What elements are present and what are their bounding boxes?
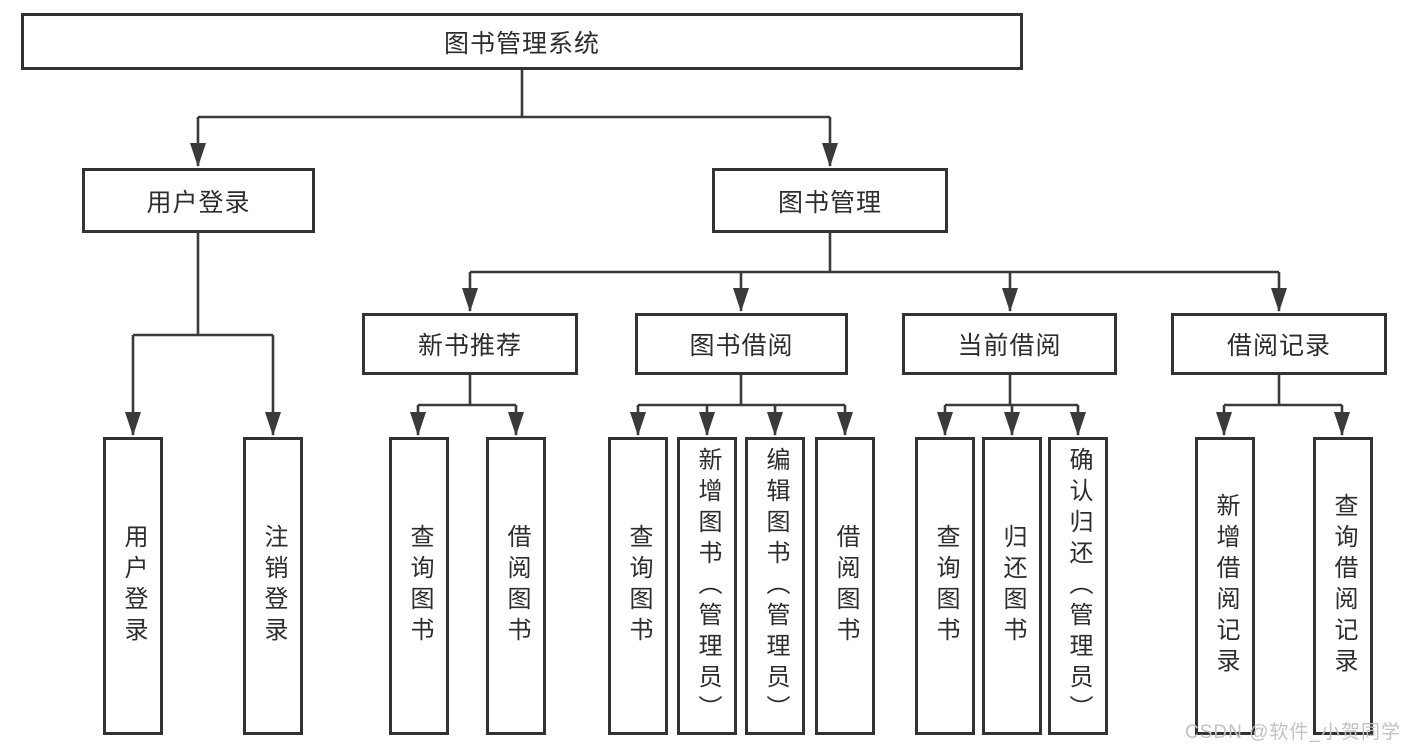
node-root-system-label: 图书管理系统 xyxy=(443,29,600,58)
watermark: CSDN @软件_小贺同学 xyxy=(1185,722,1401,743)
leaf-logout: 注销登录 xyxy=(243,437,303,735)
node-root-system: 图书管理系统 xyxy=(21,13,1023,70)
leaf-records-query-record-label: 查询借阅记录 xyxy=(1330,493,1357,679)
leaf-current-confirm-return-admin: 确认归还（管理员） xyxy=(1048,437,1108,735)
node-borrow-records-label: 借阅记录 xyxy=(1226,332,1331,360)
leaf-borrow-query-books: 查询图书 xyxy=(608,437,668,735)
node-book-management-label: 图书管理 xyxy=(777,188,882,217)
leaf-borrow-add-books-admin: 新增图书（管理员） xyxy=(677,437,737,735)
node-book-borrow-label: 图书借阅 xyxy=(689,332,794,360)
leaf-borrow-borrow-books: 借阅图书 xyxy=(815,437,875,735)
node-user-login: 用户登录 xyxy=(82,168,315,233)
node-user-login-label: 用户登录 xyxy=(146,188,251,217)
leaf-borrow-borrow-books-label: 借阅图书 xyxy=(832,524,859,648)
node-current-borrow-label: 当前借阅 xyxy=(957,332,1062,360)
node-book-management: 图书管理 xyxy=(712,168,948,233)
edge-skeleton xyxy=(133,70,1342,407)
node-borrow-records: 借阅记录 xyxy=(1171,313,1387,375)
leaf-current-query-books-label: 查询图书 xyxy=(932,524,959,648)
leaf-current-return-books-label: 归还图书 xyxy=(999,524,1026,648)
leaf-borrow-edit-books-admin-label: 编辑图书（管理员） xyxy=(762,446,789,726)
leaf-recommend-query-books-label: 查询图书 xyxy=(406,524,433,648)
leaf-recommend-query-books: 查询图书 xyxy=(389,437,449,735)
leaf-user-login: 用户登录 xyxy=(103,437,163,735)
leaf-borrow-edit-books-admin: 编辑图书（管理员） xyxy=(745,437,805,735)
node-book-borrow: 图书借阅 xyxy=(635,313,848,375)
leaf-user-login-label: 用户登录 xyxy=(120,524,147,648)
leaf-borrow-query-books-label: 查询图书 xyxy=(625,524,652,648)
leaf-current-confirm-return-admin-label: 确认归还（管理员） xyxy=(1065,446,1092,726)
leaf-records-add-record: 新增借阅记录 xyxy=(1195,437,1255,735)
leaf-current-return-books: 归还图书 xyxy=(982,437,1042,735)
leaf-current-query-books: 查询图书 xyxy=(915,437,975,735)
leaf-logout-label: 注销登录 xyxy=(260,524,287,648)
leaf-recommend-borrow-books: 借阅图书 xyxy=(486,437,546,735)
leaf-records-add-record-label: 新增借阅记录 xyxy=(1212,493,1239,679)
node-new-book-recommend-label: 新书推荐 xyxy=(417,332,522,360)
leaf-borrow-add-books-admin-label: 新增图书（管理员） xyxy=(694,446,721,726)
node-current-borrow: 当前借阅 xyxy=(902,313,1117,375)
node-new-book-recommend: 新书推荐 xyxy=(362,313,578,375)
leaf-records-query-record: 查询借阅记录 xyxy=(1313,437,1373,735)
leaf-recommend-borrow-books-label: 借阅图书 xyxy=(503,524,530,648)
